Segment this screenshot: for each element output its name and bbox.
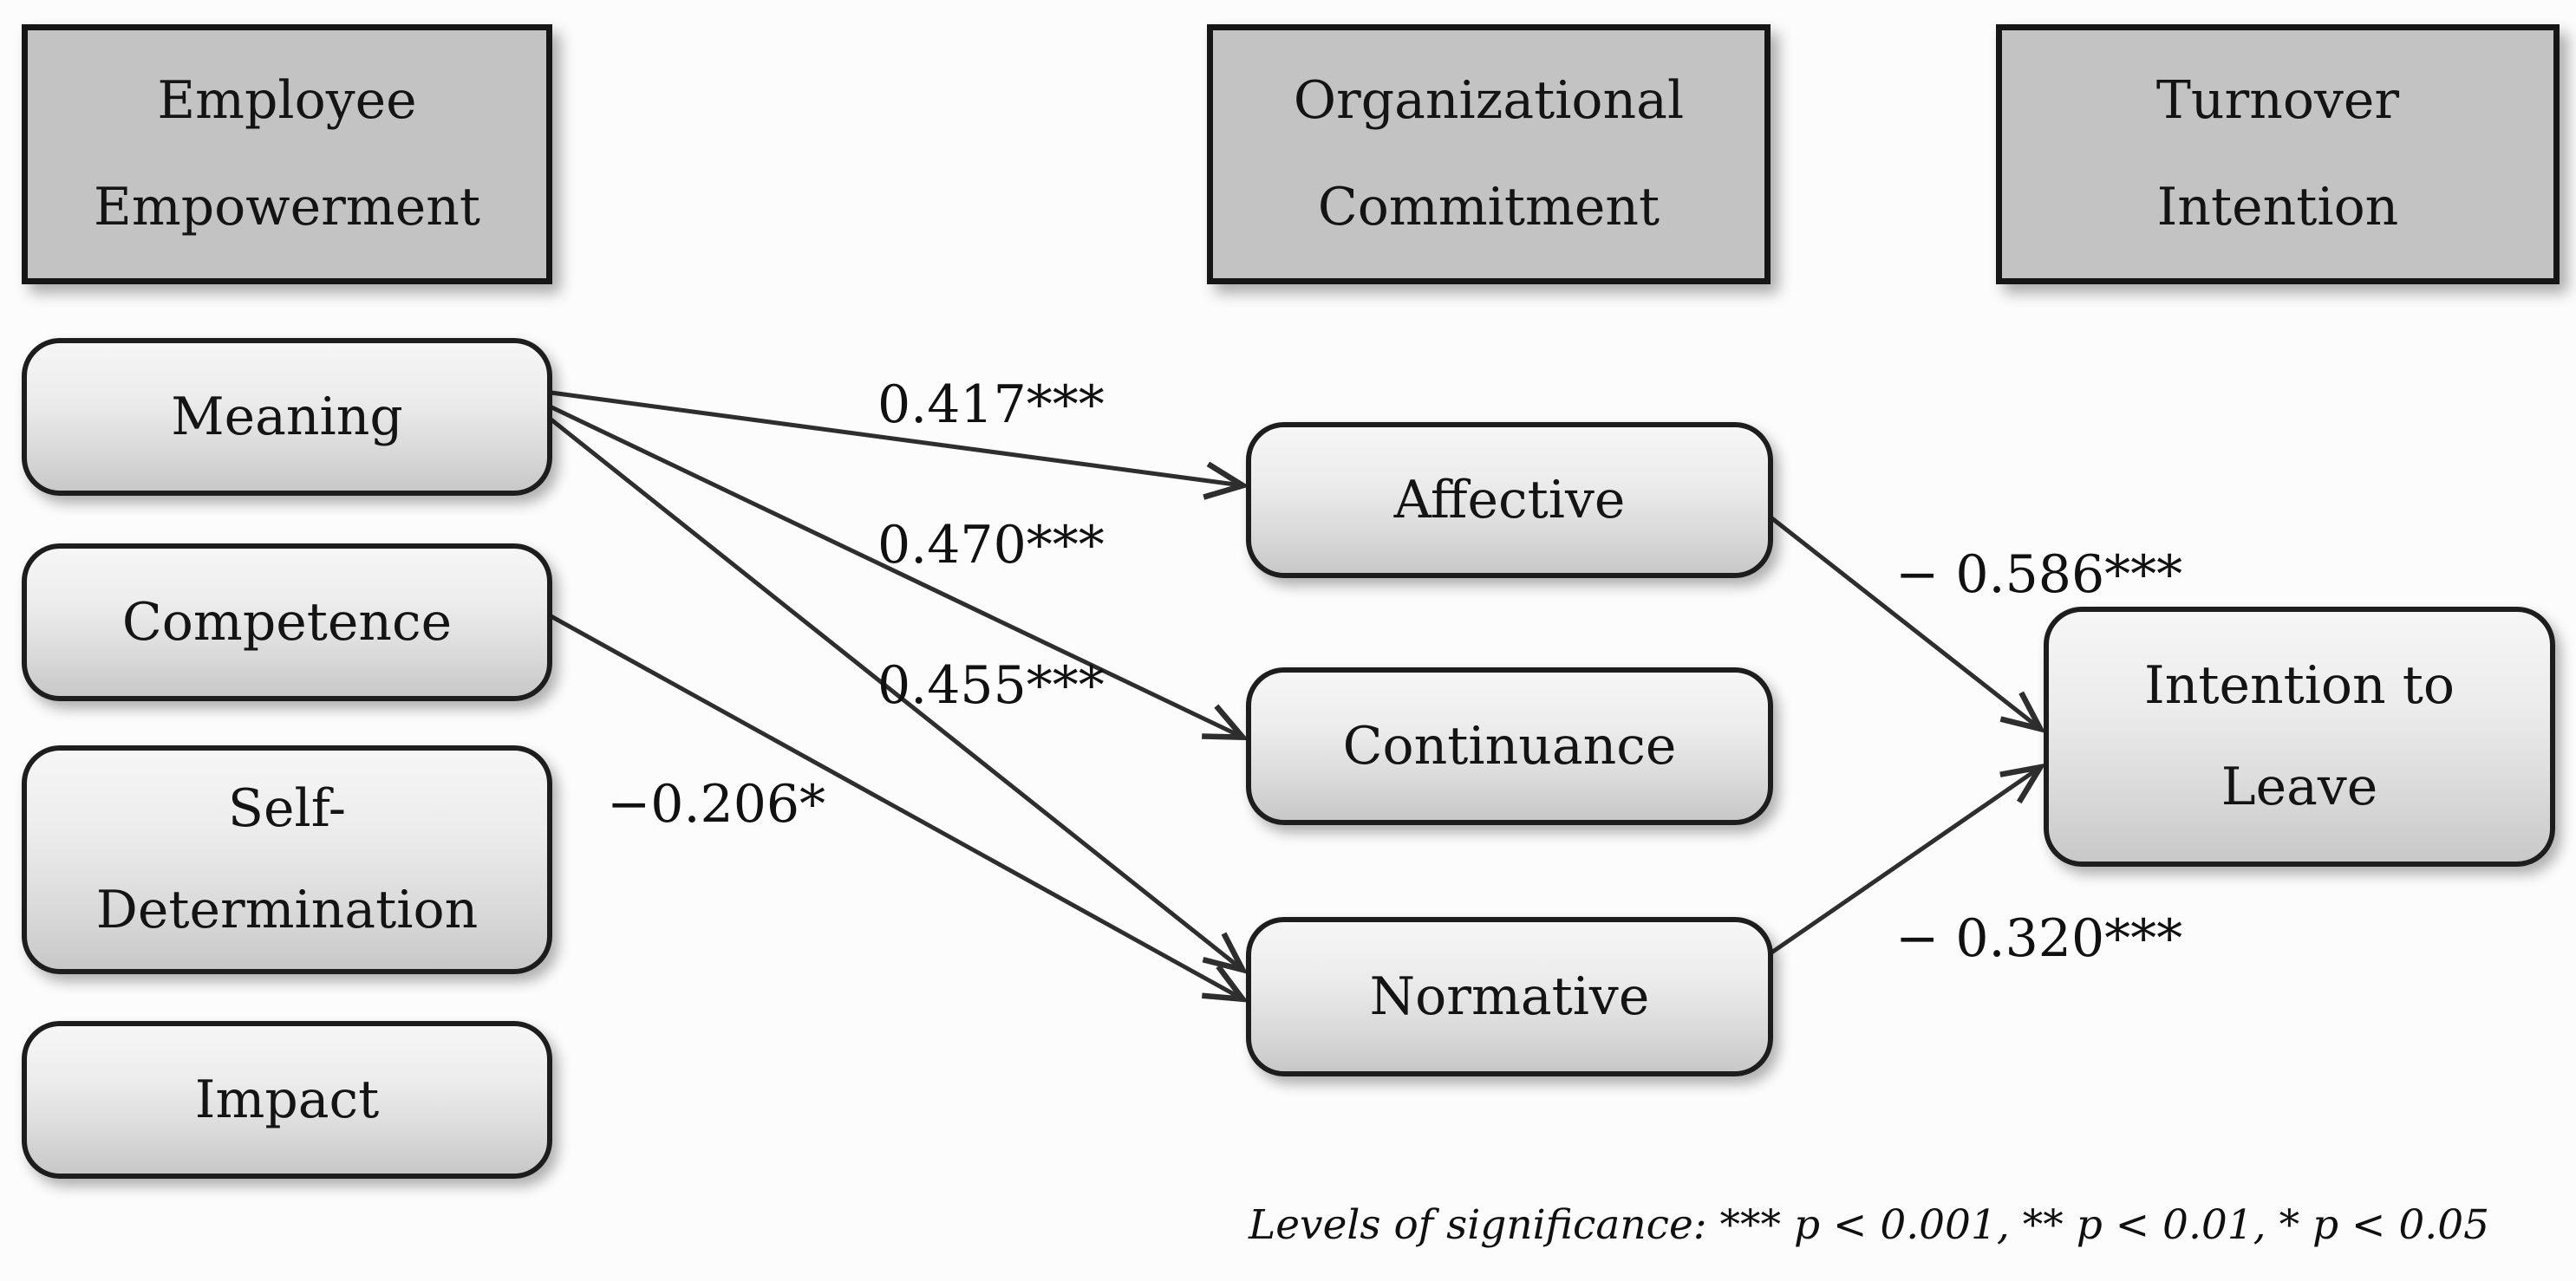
path-coefficient-competence-normative: −0.206*: [607, 774, 826, 835]
node-box-meaning: Meaning: [22, 338, 552, 496]
node-box-competence: Competence: [22, 543, 552, 701]
arrow-competence-to-normative: [545, 611, 1242, 998]
header-box-turnover-intention: Turnover Intention: [1996, 24, 2560, 284]
node-box-continuance: Continuance: [1246, 667, 1773, 825]
node-box-self-determination: Self- Determination: [22, 745, 552, 974]
arrow-meaning-to-affective: [544, 389, 1242, 485]
path-coefficient-meaning-affective: 0.417***: [877, 374, 1105, 435]
significance-legend: Levels of significance: *** p < 0.001, *…: [1249, 1201, 2489, 1249]
path-coefficient-normative-intention: − 0.320***: [1895, 908, 2183, 969]
node-box-impact: Impact: [22, 1021, 552, 1179]
node-box-normative: Normative: [1246, 917, 1773, 1076]
header-box-organizational-commitment: Organizational Commitment: [1207, 24, 1771, 284]
node-box-affective: Affective: [1246, 422, 1773, 578]
path-coefficient-affective-intention: − 0.586***: [1895, 544, 2183, 605]
header-box-employee-empowerment: Employee Empowerment: [22, 24, 552, 284]
arrow-meaning-to-continuance: [543, 401, 1242, 737]
arrow-meaning-to-normative: [543, 413, 1242, 969]
path-coefficient-meaning-normative: 0.455***: [877, 655, 1105, 716]
arrow-normative-to-intention: [1764, 768, 2039, 959]
path-coefficient-meaning-continuance: 0.470***: [877, 515, 1105, 575]
node-box-intention-to-leave: Intention to Leave: [2044, 607, 2555, 867]
arrow-affective-to-intention: [1764, 511, 2039, 728]
